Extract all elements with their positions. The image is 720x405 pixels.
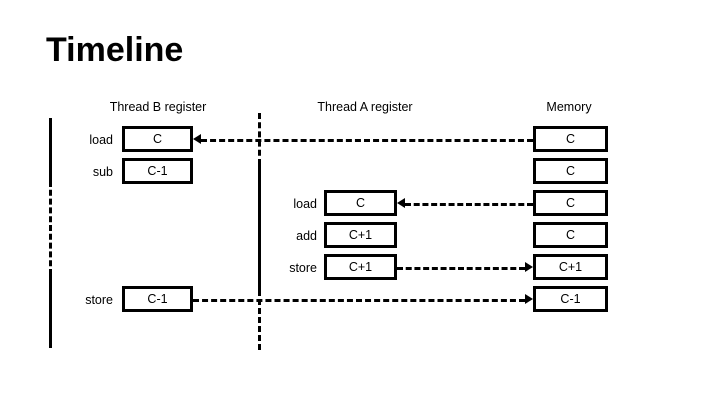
thread-b-op-label-sub: sub bbox=[92, 165, 113, 179]
column-header-thread-b: Thread B register bbox=[109, 100, 207, 114]
memory-value-box-6: C-1 bbox=[533, 286, 608, 312]
connector-memory-to-thread-a-load bbox=[405, 203, 533, 206]
thread-b-op-label-store: store bbox=[85, 293, 113, 307]
page-title: Timeline bbox=[46, 31, 184, 69]
thread-b-value-box-sub: C-1 bbox=[122, 158, 193, 184]
memory-value-box-5: C+1 bbox=[533, 254, 608, 280]
thread-b-value-box-load: C bbox=[122, 126, 193, 152]
connector-thread-b-store-to-memory bbox=[193, 299, 525, 302]
column-header-memory: Memory bbox=[546, 100, 592, 114]
thread-b-lifeline-segment-dashed bbox=[49, 181, 52, 275]
thread-a-lifeline-segment-dashed-bottom bbox=[258, 290, 261, 350]
connector-memory-to-thread-b-load bbox=[201, 139, 533, 142]
arrow-head-left-icon bbox=[193, 134, 201, 144]
thread-a-op-label-store: store bbox=[289, 261, 317, 275]
thread-b-lifeline-segment-solid-top bbox=[49, 118, 52, 181]
thread-a-op-label-add: add bbox=[296, 229, 317, 243]
memory-value-box-1: C bbox=[533, 126, 608, 152]
thread-b-value-box-store: C-1 bbox=[122, 286, 193, 312]
memory-value-box-2: C bbox=[533, 158, 608, 184]
thread-b-op-label-load: load bbox=[89, 133, 113, 147]
thread-a-lifeline-segment-solid bbox=[258, 165, 261, 290]
arrow-head-right-icon bbox=[525, 294, 533, 304]
connector-thread-a-store-to-memory bbox=[397, 267, 525, 270]
memory-value-box-4: C bbox=[533, 222, 608, 248]
arrow-head-right-icon bbox=[525, 262, 533, 272]
thread-a-op-label-load: load bbox=[293, 197, 317, 211]
thread-a-value-box-add: C+1 bbox=[324, 222, 397, 248]
column-header-thread-a: Thread A register bbox=[317, 100, 413, 114]
thread-b-lifeline-segment-solid-bottom bbox=[49, 275, 52, 348]
thread-a-value-box-store: C+1 bbox=[324, 254, 397, 280]
arrow-head-left-icon bbox=[397, 198, 405, 208]
thread-a-value-box-load: C bbox=[324, 190, 397, 216]
memory-value-box-3: C bbox=[533, 190, 608, 216]
